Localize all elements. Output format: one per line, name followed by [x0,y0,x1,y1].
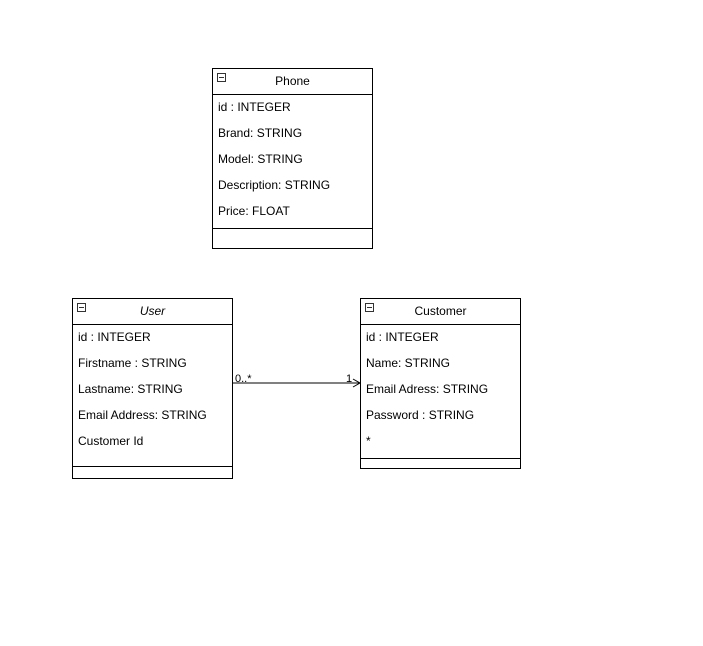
customer-attribute[interactable]: id : INTEGER [366,330,439,344]
customer-attribute[interactable]: Name: STRING [366,356,451,370]
user-attribute[interactable]: Email Address: STRING [78,408,207,422]
user-attribute[interactable]: Customer Id [78,434,144,448]
user-class-box[interactable]: User id : INTEGER Firstname : STRING Las… [72,298,233,479]
customer-class-header[interactable]: Customer [361,299,520,325]
phone-class-header[interactable]: Phone [213,69,372,95]
phone-attribute[interactable]: Brand: STRING [218,126,303,140]
customer-attribute[interactable]: Email Adress: STRING [366,382,489,396]
phone-attribute[interactable]: Price: FLOAT [218,204,290,218]
collapse-icon[interactable] [217,73,226,82]
user-attribute[interactable]: id : INTEGER [78,330,151,344]
user-class-name: User [139,304,166,318]
phone-class-name: Phone [275,74,310,88]
customer-operations [361,459,520,628]
customer-attribute[interactable]: * [366,434,371,448]
customer-attribute[interactable]: Password : STRING [366,408,475,422]
user-operations [73,467,232,646]
phone-class-box[interactable]: Phone id : INTEGER Brand: STRING Model: … [212,68,373,249]
phone-operations [213,229,372,408]
phone-attributes: id : INTEGER Brand: STRING Model: STRING… [213,95,372,229]
customer-class-name: Customer [414,304,467,318]
phone-attribute[interactable]: Model: STRING [218,152,303,166]
customer-attributes: id : INTEGER Name: STRING Email Adress: … [361,325,520,459]
user-attribute[interactable]: Firstname : STRING [78,356,187,370]
user-attributes: id : INTEGER Firstname : STRING Lastname… [73,325,232,467]
collapse-icon[interactable] [365,303,374,312]
collapse-icon[interactable] [77,303,86,312]
phone-attribute[interactable]: Description: STRING [218,178,331,192]
user-class-header[interactable]: User [73,299,232,325]
source-multiplicity-label: 0..* [235,373,252,385]
phone-attribute[interactable]: id : INTEGER [218,100,291,114]
target-multiplicity-label: 1 [346,373,353,385]
customer-class-box[interactable]: Customer id : INTEGER Name: STRING Email… [360,298,521,469]
user-attribute[interactable]: Lastname: STRING [78,382,183,396]
